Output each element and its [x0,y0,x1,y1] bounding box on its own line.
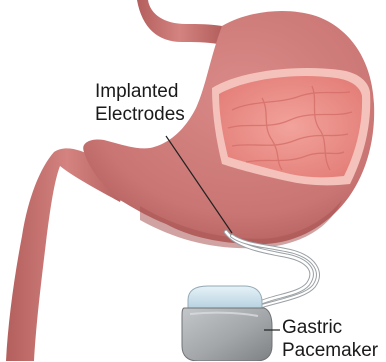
device-header [188,286,262,308]
gastric-pacemaker-label: Gastric Pacemaker [282,316,378,362]
implanted-electrodes-label: Implanted Electrodes [95,80,185,126]
esophagus [137,0,222,44]
gastric-pacemaker-device [182,286,272,361]
electrodes-label-line-1: Implanted [95,80,185,103]
device-body [182,308,272,361]
pacemaker-label-line-2: Pacemaker [282,339,378,362]
pacemaker-label-line-1: Gastric [282,316,378,339]
electrodes-label-line-2: Electrodes [95,103,185,126]
